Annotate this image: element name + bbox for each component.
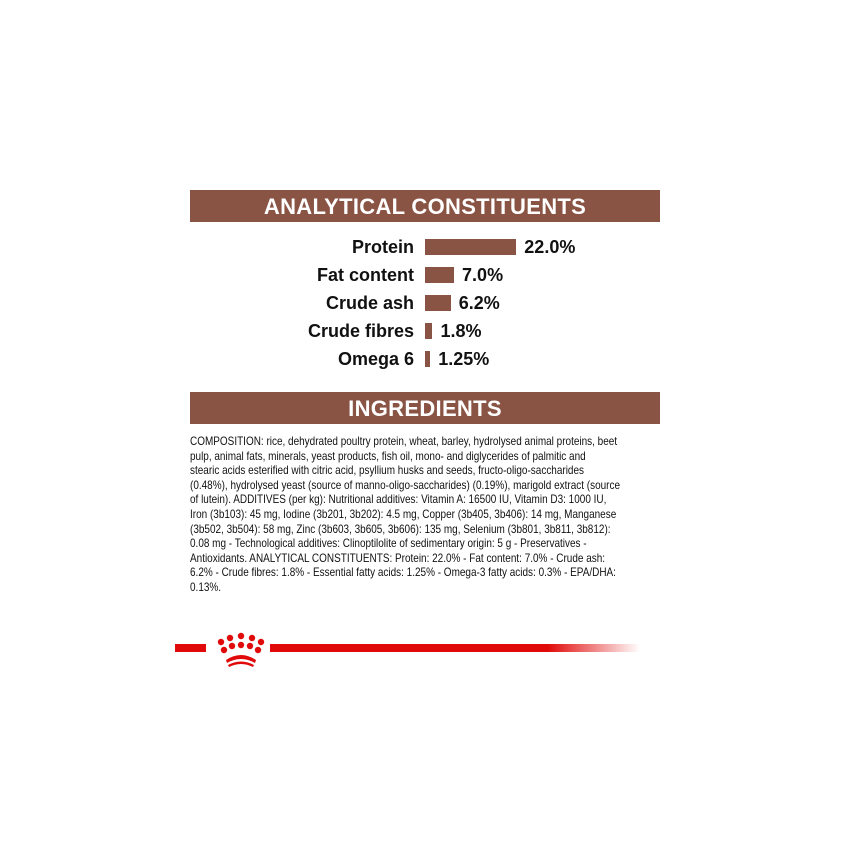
constituent-row: Crude fibres 1.8% <box>190 319 660 343</box>
ingredients-header: INGREDIENTS <box>190 392 660 424</box>
constituent-bar <box>425 323 433 339</box>
ingredients-text: COMPOSITION: rice, dehydrated poultry pr… <box>190 435 730 596</box>
constituent-label: Crude ash <box>325 293 414 313</box>
crown-icon <box>217 632 265 667</box>
constituent-value: 22.0% <box>524 237 576 257</box>
constituent-bar <box>425 239 517 255</box>
constituent-label: Crude fibres <box>307 321 414 341</box>
constituent-row: Crude ash 6.2% <box>190 291 660 315</box>
constituent-value: 1.25% <box>438 349 490 369</box>
ingredients-line: Antioxidants. ANALYTICAL CONSTITUENTS: P… <box>190 551 606 565</box>
constituent-value: 1.8% <box>440 321 482 341</box>
ingredients-line: COMPOSITION: rice, dehydrated poultry pr… <box>190 435 618 448</box>
red-line-left <box>175 644 206 652</box>
constituent-label: Protein <box>351 237 414 257</box>
ingredients-line: 0.08 mg - Technological additives: Clino… <box>190 537 587 551</box>
constituent-value: 6.2% <box>458 293 500 313</box>
ingredients-line: (3b502, 3b504): 58 mg, Zinc (3b603, 3b60… <box>190 522 611 536</box>
ingredients-line: Iron (3b103): 45 mg, Iodine (3b201, 3b20… <box>190 507 617 521</box>
royal-canin-crown-logo <box>175 632 640 667</box>
constituent-value: 7.0% <box>462 265 504 285</box>
ingredients-line: (0.48%), hydrolysed yeast (source of man… <box>190 478 621 492</box>
ingredients-line: stearic acids esterified with citric aci… <box>190 464 585 478</box>
constituent-row: Omega 6 1.25% <box>190 347 660 371</box>
constituent-bar <box>425 267 455 283</box>
constituent-label: Fat content <box>317 265 414 285</box>
ingredients-line: 0.13%. <box>190 580 222 594</box>
constituent-bar <box>425 351 431 367</box>
ingredients-line: 6.2% - Crude fibres: 1.8% - Essential fa… <box>190 566 616 580</box>
ingredients-line: of lutein). ADDITIVES (per kg): Nutritio… <box>190 493 607 507</box>
constituent-bar <box>425 295 451 311</box>
constituent-label: Omega 6 <box>337 349 414 369</box>
analytical-constituents-header: ANALYTICAL CONSTITUENTS <box>190 190 660 222</box>
red-line-right <box>270 644 640 652</box>
constituent-row: Protein 22.0% <box>190 235 660 259</box>
constituent-row: Fat content 7.0% <box>190 263 660 287</box>
ingredients-line: pulp, animal fats, minerals, yeast produ… <box>190 449 586 463</box>
